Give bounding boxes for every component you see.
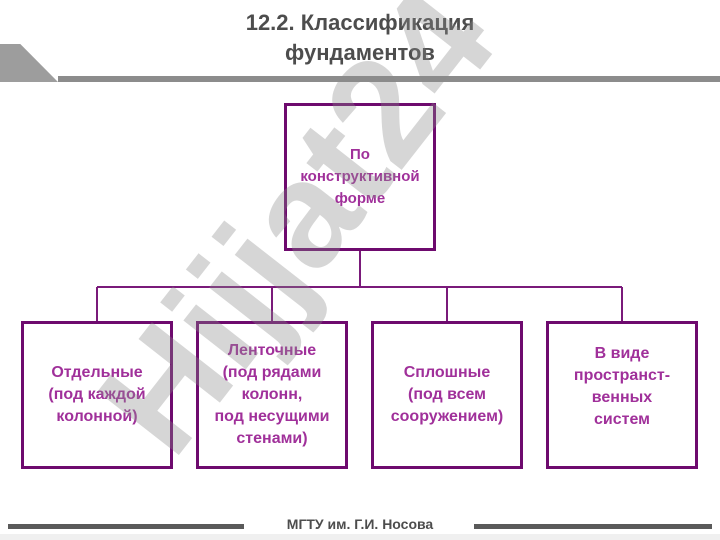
child-node-line: венных (591, 389, 653, 406)
child-node-strip: Ленточные (под рядами колонн, под несущи… (196, 321, 348, 469)
footer-line-left (8, 524, 244, 529)
root-node-line: форме (334, 190, 386, 207)
child-node-line: стенами) (236, 430, 308, 447)
bottom-strip (0, 534, 720, 540)
child-node-line: пространст- (573, 367, 671, 384)
child-node-separate: Отдельные (под каждой колонной) (21, 321, 173, 469)
slide-title-line1: 12.2. Классификация (245, 10, 475, 35)
child-node-line: систем (593, 411, 650, 428)
child-node-spatial: В виде пространст- венных систем (546, 321, 698, 469)
child-node-line: (под рядами (222, 364, 322, 381)
child-node-line: (под каждой (48, 386, 146, 403)
root-node: По конструктивной форме (284, 103, 436, 251)
child-node-line: Отдельные (51, 364, 143, 381)
child-node-line: Ленточные (227, 342, 317, 359)
child-node-line: (под всем (407, 386, 486, 403)
child-node-line: колонной) (56, 408, 138, 425)
child-node-line: под несущими (214, 408, 330, 425)
child-node-line: Сплошные (403, 364, 491, 381)
root-node-line: По (350, 146, 370, 163)
child-node-line: сооружением) (390, 408, 504, 425)
footer-text: МГТУ им. Г.И. Носова (286, 516, 434, 532)
slide-title: 12.2. Классификация фундаментов (0, 8, 720, 68)
child-node-line: колонн, (241, 386, 303, 403)
footer-line-right (474, 524, 712, 529)
root-node-line: конструктивной (300, 168, 420, 185)
footer: МГТУ им. Г.И. Носова (0, 514, 720, 534)
header-bar-line (58, 76, 720, 82)
child-node-line: В виде (594, 345, 650, 362)
slide-title-line2: фундаментов (285, 40, 435, 65)
child-node-solid: Сплошные (под всем сооружением) (371, 321, 523, 469)
